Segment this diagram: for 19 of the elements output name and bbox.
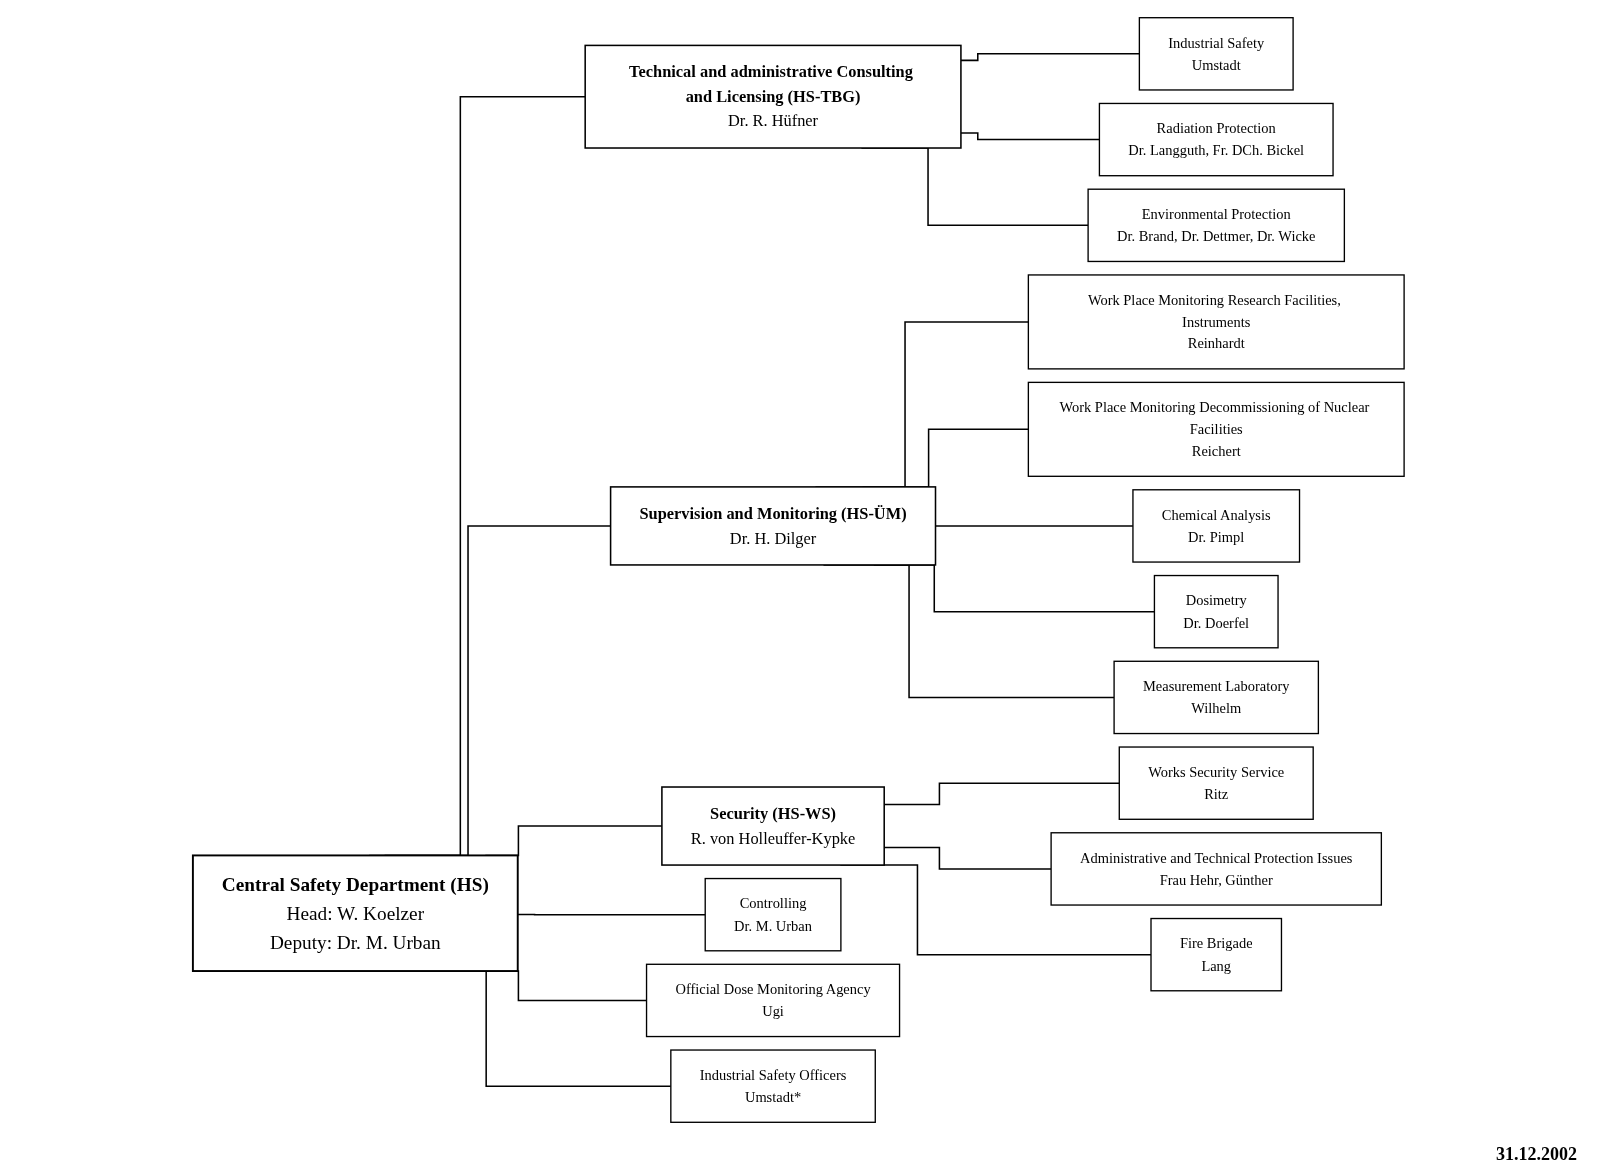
node-box: Controlling Dr. M. Urban bbox=[704, 877, 842, 952]
node-box: Industrial Safety Officers Umstadt* bbox=[670, 1049, 876, 1123]
node-box: Works Security Service Ritz bbox=[1118, 746, 1314, 820]
node-box: Work Place Monitoring Research Facilities, Instruments Reinhardt bbox=[1027, 274, 1405, 370]
node-box: Chemical Analysis Dr. Pimpl bbox=[1132, 489, 1301, 563]
node-box: Security (HS-WS) R. von Holleuffer-Kypke bbox=[661, 786, 885, 866]
node-box: Measurement Laboratory Wilhelm bbox=[1113, 660, 1320, 735]
node-box: Environmental Protection Dr. Brand, Dr. Dettmer, Dr. Wicke bbox=[1087, 188, 1346, 263]
node-box: Fire Brigade Lang bbox=[1150, 917, 1283, 992]
node-box: Central Safety Department (HS) Head: W. Koelzer Deputy: Dr. M. Urban bbox=[191, 854, 519, 972]
node-box: Technical and administrative Consulting and Licensing (HS-TBG) Dr. R. Hüfner bbox=[584, 44, 962, 149]
node-box: Administrative and Technical Protection Issues Frau Hehr, Günther bbox=[1050, 832, 1383, 906]
node-box: Supervision and Monitoring (HS-ÜM) Dr. H. Dilger bbox=[609, 486, 937, 566]
node-box: Radiation Protection Dr. Langguth, Fr. DCh. Bickel bbox=[1098, 102, 1334, 177]
node-box: Work Place Monitoring Decommissioning of Nuclear Facilities Reichert bbox=[1027, 381, 1405, 477]
node-box: Official Dose Monitoring Agency Ugi bbox=[645, 963, 901, 1038]
node-box: Industrial Safety Umstadt bbox=[1138, 17, 1294, 91]
node-box: Dosimetry Dr. Doerfel bbox=[1153, 574, 1279, 649]
date-note: 31.12.2002 bbox=[1496, 1144, 1577, 1165]
